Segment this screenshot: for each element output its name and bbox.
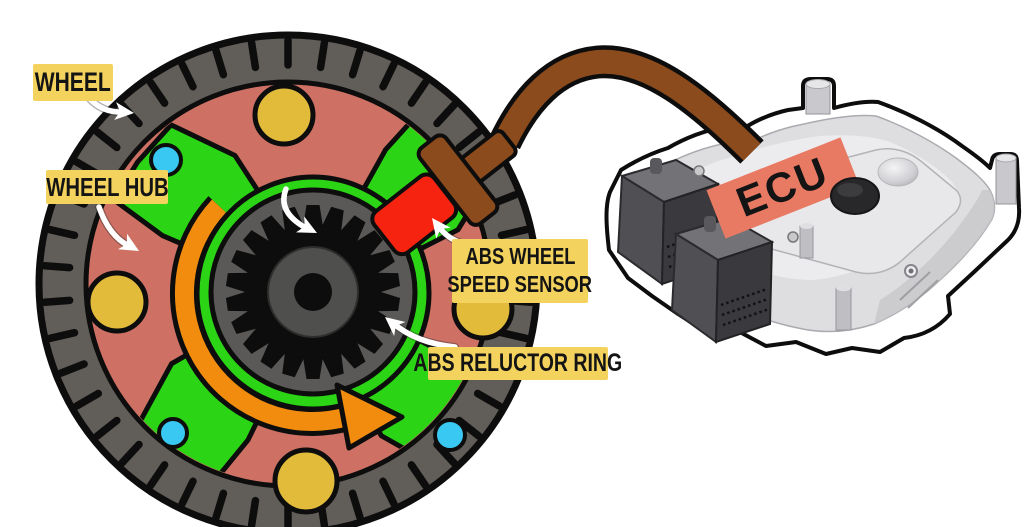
lug-bolt-left	[85, 270, 149, 334]
tire-tick	[40, 262, 74, 272]
tire-tick	[497, 225, 530, 240]
tire-tick	[212, 489, 228, 521]
label-wheel-text: WHEEL	[34, 66, 112, 97]
label-abs-wheel-speed-sensor: ABS WHEEL SPEED SENSOR	[448, 239, 592, 303]
lug-bolt-top	[252, 83, 316, 147]
tire-tick	[57, 360, 88, 377]
tire-tick	[40, 296, 74, 306]
ecu-dome	[877, 157, 919, 187]
ecu-standoff	[799, 225, 814, 259]
tire-tick	[348, 47, 364, 79]
connector-nub	[650, 158, 662, 174]
tire-tick	[212, 47, 228, 79]
rotation-arrow-shaft	[175, 199, 349, 431]
tire-tick	[146, 461, 169, 490]
reluctor-arrow-head	[385, 317, 406, 336]
label-abs-sensor-line2: SPEED SENSOR	[447, 271, 593, 297]
lug-bolt-bottom	[272, 447, 340, 515]
connector-pins-row	[721, 297, 769, 317]
tire-tick	[247, 496, 260, 527]
label-wheel: WHEEL	[33, 64, 113, 101]
reluctor-top-arrow-head	[295, 216, 317, 233]
tire-tick	[46, 328, 79, 343]
ecu-cap-highlight	[837, 183, 863, 197]
sensor-cable	[490, 45, 764, 164]
cable-core	[494, 49, 761, 161]
ecu-mount-hole-center	[908, 268, 914, 274]
ecu-standoff-top	[836, 284, 851, 292]
ecu-post-right-top	[995, 153, 1017, 163]
label-abs-reluctor-ring-text: ABS RELUCTOR RING	[413, 348, 623, 377]
tire-tick	[407, 461, 430, 490]
tire-tick	[379, 477, 398, 508]
hub-bore	[294, 273, 332, 311]
tire-tick	[93, 128, 121, 152]
reluctor-arrow	[390, 320, 458, 350]
hub-pilot-hole-bottom-right	[433, 418, 467, 452]
tire-tick	[178, 60, 197, 91]
tire-tick	[146, 78, 169, 107]
tire-tick	[178, 477, 197, 508]
abs-wheel-speed-sensor	[370, 129, 518, 257]
rotation-arrow-head	[334, 382, 405, 451]
ecu-label-plate	[706, 137, 860, 239]
ecu-ridge-line	[899, 271, 931, 301]
label-abs-reluctor-ring: ABS RELUCTOR RING	[414, 347, 622, 380]
abs-reluctor-ring-assembly	[208, 187, 418, 397]
tire-tick	[433, 101, 458, 128]
tire-tick	[473, 389, 504, 410]
pointer-arrows	[86, 95, 466, 351]
tire-tick	[348, 489, 364, 521]
tire-tick	[407, 78, 430, 107]
ecu-unit: ECU	[604, 77, 1022, 356]
tire-tick	[497, 328, 530, 343]
ecu-standoff-top	[800, 223, 813, 229]
ecu-screw	[693, 165, 705, 177]
tire-tick	[93, 416, 121, 440]
tire-tick	[46, 225, 79, 240]
tire-tick	[379, 60, 398, 91]
hub-pilot-hole-bottom-left	[157, 417, 189, 449]
label-abs-sensor-line1: ABS WHEEL	[465, 243, 575, 270]
connector-pins-row	[722, 307, 770, 327]
label-wheel-hub: WHEEL HUB	[46, 170, 168, 204]
reluctor-tooth	[302, 354, 324, 379]
tire-tick	[455, 416, 483, 440]
reluctor-top-arrow	[281, 186, 309, 231]
connector-front-face	[714, 240, 774, 344]
ecu-standoff	[835, 287, 852, 331]
sensor-arrow-head	[432, 218, 451, 239]
ecu-ridge-line	[907, 279, 939, 309]
tire-tick	[247, 38, 260, 72]
connector-nub	[704, 216, 716, 232]
tire-tick	[72, 389, 103, 410]
tire-tick	[455, 128, 483, 152]
wheel-hub-arrow	[96, 204, 132, 249]
rotation-arrow	[170, 196, 405, 451]
ecu-connector-front	[670, 216, 775, 344]
ecu-screw	[787, 231, 799, 243]
connector-pins-row	[720, 287, 768, 307]
tire-tick	[118, 440, 143, 467]
sensor-connector-bar	[416, 133, 500, 227]
ecu-post-right	[995, 157, 1017, 205]
wheel-hub-arrow-head	[118, 233, 139, 251]
label-wheel-hub-text: WHEEL HUB	[45, 171, 169, 202]
tire-tick	[316, 38, 329, 72]
ecu-side-shade	[874, 190, 995, 324]
ecu-post-left-top	[805, 79, 831, 89]
wheel-arrow-head	[114, 102, 134, 120]
